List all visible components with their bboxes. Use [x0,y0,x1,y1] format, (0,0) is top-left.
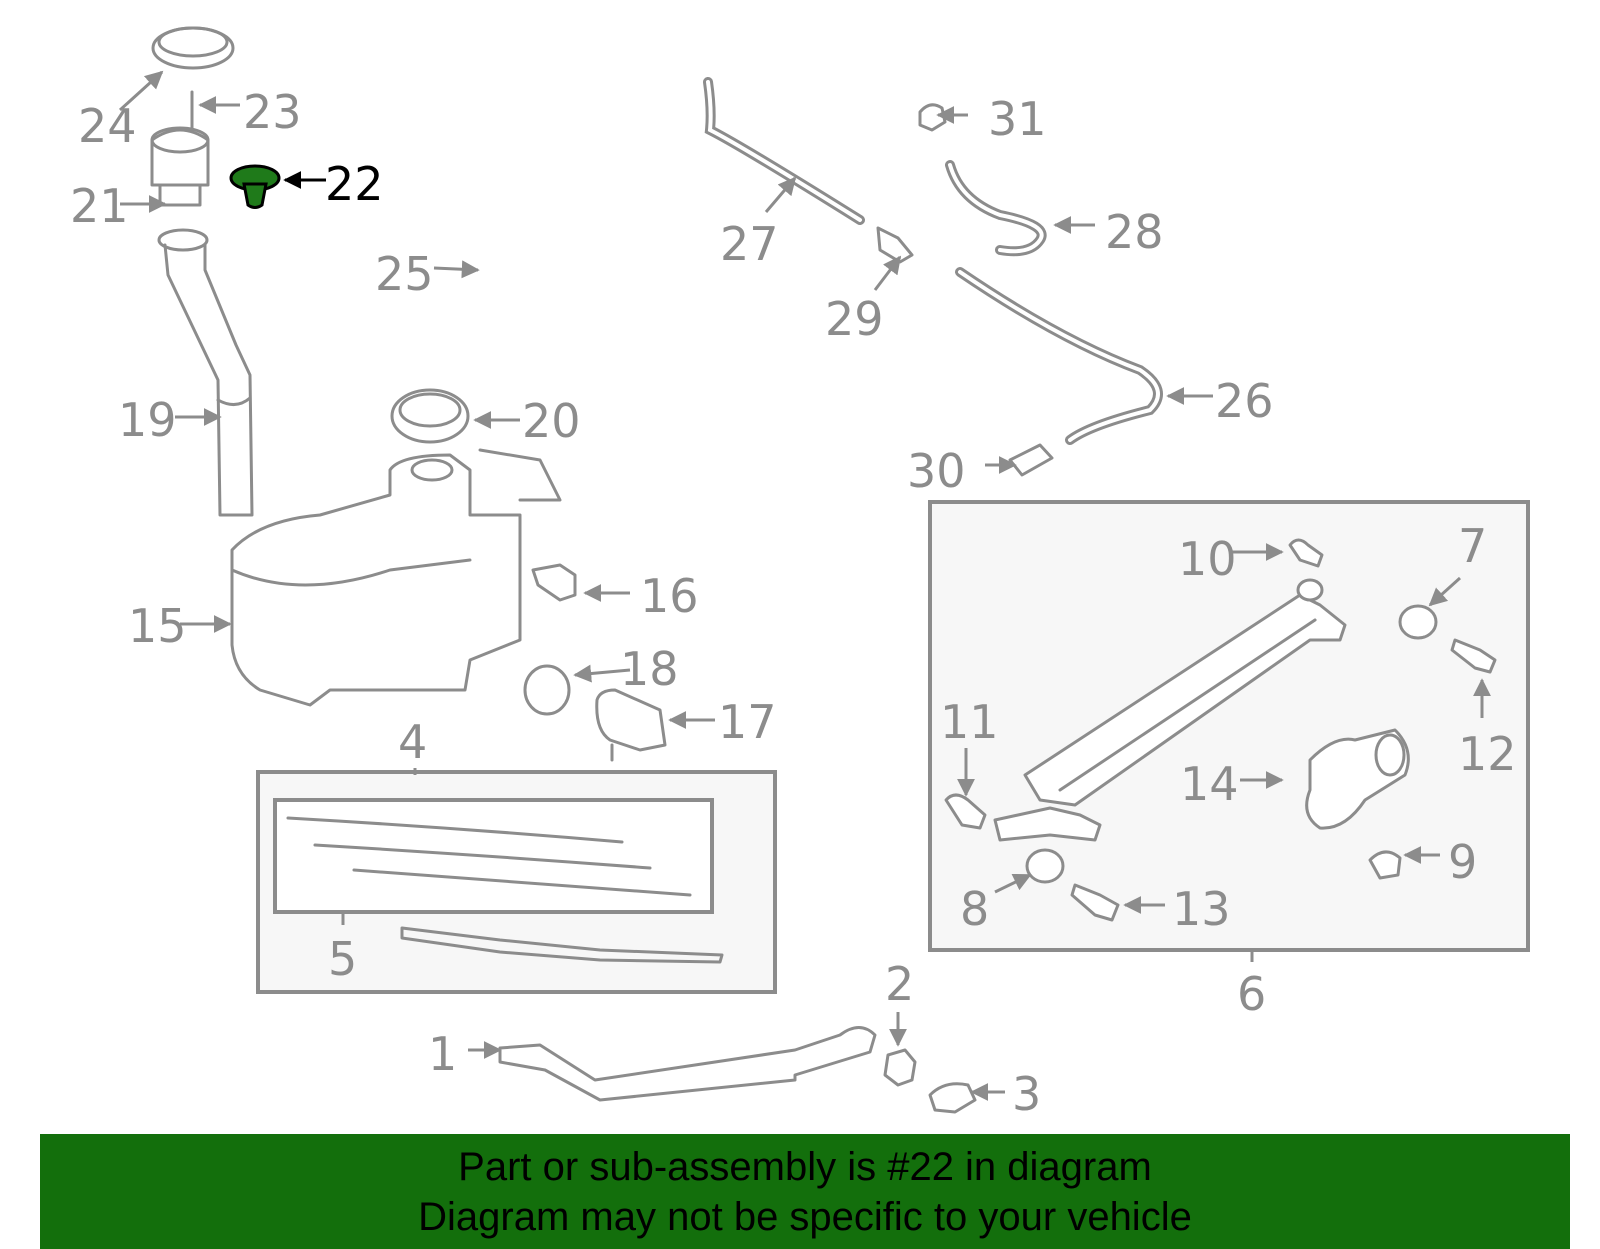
part-30-connector [1008,443,1054,477]
callout-6: 6 [1237,967,1266,1021]
part-20-grommet [390,388,470,444]
callout-20: 20 [522,394,581,448]
callout-24: 24 [78,99,137,153]
part-1-wiper-arm [498,1026,877,1102]
part-3-cap [928,1082,977,1114]
callout-28: 28 [1105,205,1164,259]
part-13-bolt [1070,883,1120,922]
callout-12: 12 [1458,727,1517,781]
part-31-nozzle [918,103,947,132]
callout-27: 27 [720,217,779,271]
part-29-connector [876,226,914,264]
callout-1: 1 [428,1027,457,1081]
part-18-grommet [523,664,571,716]
callout-5: 5 [328,932,357,986]
part-8-grommet [1025,848,1065,884]
callout-25: 25 [375,247,434,301]
callout-30: 30 [907,444,966,498]
part-28-hose [945,160,1047,257]
part-16-connector [531,563,577,602]
callout-7: 7 [1458,519,1487,573]
callout-11: 11 [940,695,999,749]
part-27-hose [703,77,865,225]
banner-line-disclaimer: Diagram may not be specific to your vehi… [418,1194,1192,1239]
info-banner: Part or sub-assembly is #22 in diagram D… [40,1134,1570,1249]
callout-15: 15 [128,599,187,653]
callout-16: 16 [640,569,699,623]
part-10-clip [1288,538,1324,568]
part-14-motor [1305,728,1410,830]
part-2-nut [883,1048,917,1087]
part-19-filler-neck [157,228,254,517]
part-25-hose [477,38,682,342]
callout-22: 22 [325,157,384,211]
callout-17: 17 [718,695,777,749]
part-9-cap [1368,850,1402,880]
part-7-grommet [1398,604,1438,640]
wiper-linkage [993,578,1347,842]
part-21-filler-cap [150,126,210,207]
callout-23: 23 [243,85,302,139]
leader-lines [118,70,1491,1101]
part-24-cap [151,26,235,70]
callout-14: 14 [1180,757,1239,811]
callout-21: 21 [70,179,129,233]
part-22-clip [229,164,281,209]
callout-19: 19 [118,393,177,447]
callout-31: 31 [988,92,1047,146]
callout-8: 8 [960,882,989,936]
part-15-reservoir [230,448,562,707]
callout-26: 26 [1215,374,1274,428]
callout-2: 2 [885,957,914,1011]
callout-13: 13 [1172,882,1231,936]
part-17-pump [595,688,667,762]
callout-9: 9 [1448,835,1477,889]
callout-10: 10 [1178,532,1237,586]
callout-4: 4 [398,715,427,769]
part-12-bolt [1450,638,1497,674]
callout-18: 18 [620,642,679,696]
banner-line-part: Part or sub-assembly is #22 in diagram [458,1144,1152,1189]
callout-29: 29 [825,292,884,346]
callout-3: 3 [1012,1067,1041,1121]
